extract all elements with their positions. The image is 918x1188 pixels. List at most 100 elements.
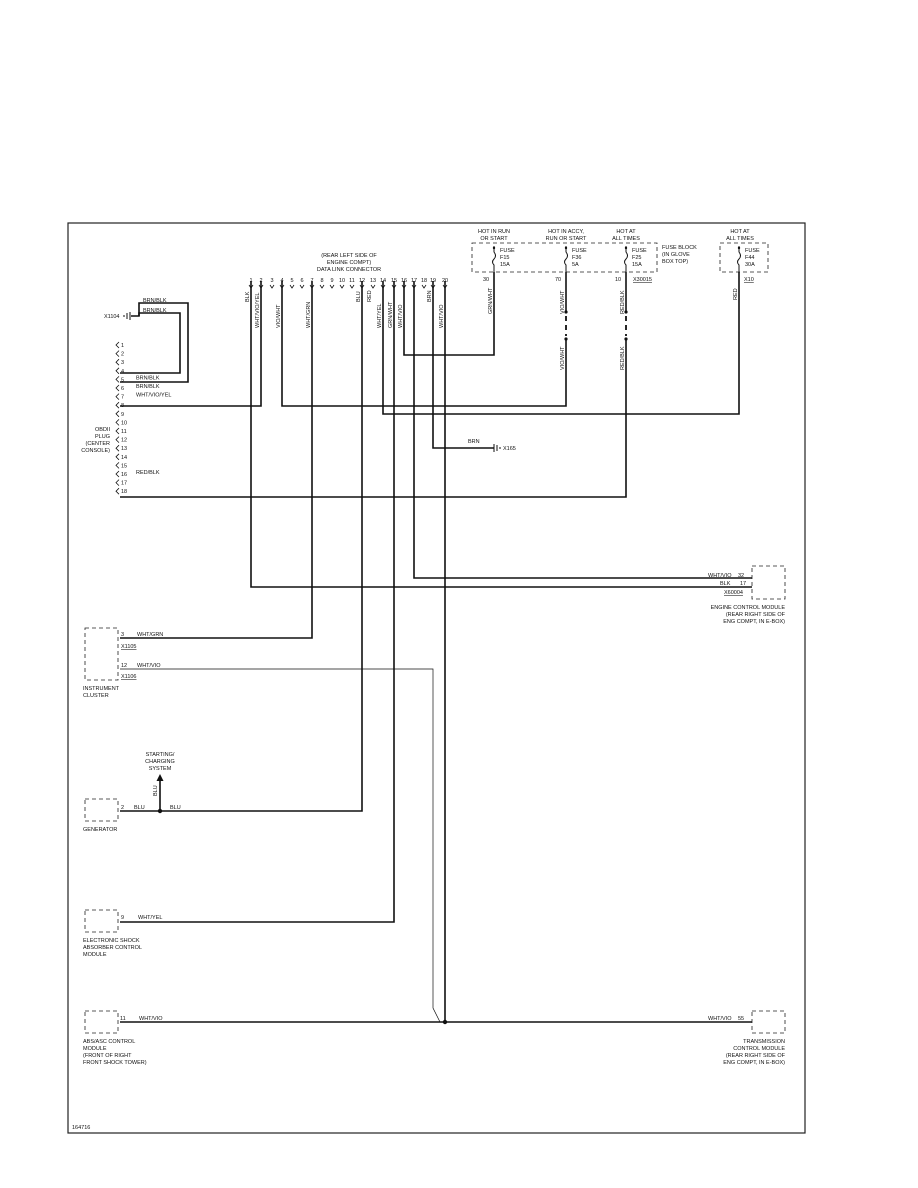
dlc-wire-color-label: VIO/WHT [276, 304, 282, 328]
abs-module-box [84, 1010, 119, 1034]
hot-label-f44-1: HOT AT [730, 229, 750, 235]
obd-label-1: OBDII [95, 427, 110, 433]
fuse-block-label-1: FUSE BLOCK [662, 245, 697, 251]
ground-x165-wire-label: BRN [468, 439, 480, 445]
abs-module-wire-label: WHT/VIO [139, 1016, 163, 1022]
hot-label-f36-2: RUN OR START [546, 236, 587, 242]
wire-obd7 [120, 281, 262, 407]
ecm-wire-2-label: BLK [720, 581, 731, 587]
tcm-label-3: (REAR RIGHT SIDE OF [726, 1053, 786, 1059]
wire-dlc12-generator [120, 281, 363, 812]
abs-module-label-3: (FRONT OF RIGHT [83, 1053, 132, 1059]
tcm-label-4: ENG COMPT, IN E-BOX) [723, 1060, 785, 1066]
obd-pin-label: 6 [121, 386, 124, 392]
dlc-pin-label: 10 [339, 278, 345, 284]
ground-x1104-wire-label-2: BRN/BLK [143, 308, 167, 314]
obd-label-3: (CENTER [86, 441, 110, 447]
abs-module-label-4: FRONT SHOCK TOWER) [83, 1060, 147, 1066]
obd-pin-label: 9 [121, 412, 124, 418]
ground-x1104-wire-label-1: BRN/BLK [143, 298, 167, 304]
ic-label-1: INSTRUMENT [83, 686, 120, 692]
abs-control-module: 11 WHT/VIO ABS/ASC CONTROL MODULE (FRONT… [83, 1010, 163, 1066]
generator-label: GENERATOR [83, 827, 117, 833]
hot-label-f36-1: HOT IN ACCY, [548, 229, 584, 235]
generator-pin: 2 [121, 805, 124, 811]
dlc-title-line-1: (REAR LEFT SIDE OF [321, 253, 377, 259]
fuse-f25-symbol [624, 246, 628, 272]
fuse-f44-connector: X10 [744, 277, 754, 283]
obd-pin-label: 11 [121, 429, 127, 435]
dlc-wire-color-label: WHT/VIO/YEL [255, 293, 261, 328]
ecm-wire-2-pin: 17 [740, 581, 746, 587]
starting-system-label-2: CHARGING [145, 759, 175, 765]
fuse-f36-symbol [564, 246, 568, 272]
ecm-box [751, 565, 786, 600]
obd-wire-color-label: RED/BLK [136, 470, 160, 476]
ground-x1104-symbol [123, 312, 131, 320]
fuse-block-label-3: BOX TOP) [662, 259, 688, 265]
obd-pin-chevron [115, 427, 120, 435]
tcm-pin: 55 [738, 1016, 744, 1022]
abs-module-label-1: ABS/ASC CONTROL [83, 1039, 135, 1045]
dlc-title-line-3: DATA LINK CONNECTOR [317, 267, 381, 273]
obd-pin-label: 13 [121, 446, 127, 452]
starting-system-label-3: SYSTEM [149, 766, 172, 772]
obd-pin-label: 3 [121, 360, 124, 366]
generator-wire-right: BLU [170, 805, 181, 811]
dlc-pin-label: 18 [421, 278, 427, 284]
fuse-f44-line-2: F44 [745, 255, 754, 261]
wire-dlc15-shock [120, 281, 395, 923]
wire-ic-abs-thin [120, 668, 441, 1023]
fuse-f36-line-1: FUSE [572, 248, 587, 254]
dlc-pin-label: 3 [270, 278, 273, 284]
abs-module-pin: 11 [120, 1016, 126, 1022]
obd-plug: OBDII PLUG (CENTER CONSOLE) 123456789101… [81, 341, 171, 495]
dlc-wire-color-label: WHT/VIO [398, 304, 404, 328]
obd-pin-chevron [115, 453, 120, 461]
ecm-connector: X60004 [724, 590, 743, 596]
ground-x165-symbol [493, 444, 501, 452]
fuse-f44-symbol [737, 246, 741, 272]
obd-pin-chevron [115, 462, 120, 469]
fuse-f25-line-3: 15A [632, 262, 642, 268]
hot-label-f15-2: OR START [480, 236, 508, 242]
obd-pin-chevron [115, 350, 120, 357]
fuse-f44-line-1: FUSE [745, 248, 760, 254]
fuse-f15-top-dot [492, 246, 496, 250]
ecm-label-3: ENG COMPT, IN E-BOX) [723, 619, 785, 625]
fuse-block-connector: X30015 [633, 277, 652, 283]
abs-module-label-2: MODULE [83, 1046, 107, 1052]
dlc-pin-chevron [329, 284, 335, 289]
generator-branch-wire-label: BLU [153, 785, 159, 796]
ground-x165: BRN X165 [468, 439, 516, 452]
dlc-wire-color-label: BLK [245, 291, 251, 302]
dlc-pin-chevron [349, 284, 355, 289]
obd-pin-label: 16 [121, 472, 127, 478]
fuse-f15-symbol [492, 246, 496, 272]
ic-wire-1-label: WHT/GRN [137, 632, 163, 638]
dlc-pin-chevron [370, 284, 376, 289]
dlc-wire-color-label: WHT/VIO [439, 304, 445, 328]
fuse-f25-top-dot [624, 246, 628, 250]
obd-pin-chevron [115, 393, 120, 400]
ic-connector-2: X1106 [121, 674, 137, 680]
tcm-label-2: CONTROL MODULE [733, 1046, 785, 1052]
dlc-wire-color-label: WHT/YEL [377, 304, 383, 328]
ic-connector-1: X1105 [121, 644, 137, 650]
obd-pin-label: 18 [121, 489, 127, 495]
dlc-wire-color-label: BRN [427, 290, 433, 302]
fuse-f15-line-3: 15A [500, 262, 510, 268]
fuse-block: FUSE BLOCK (IN GLOVE BOX TOP) X30015 HOT… [471, 229, 697, 283]
obd-pin-chevron [115, 401, 120, 409]
obd-pin-chevron [115, 384, 120, 392]
engine-control-module: WHT/VIO 32 BLK 17 X60004 ENGINE CONTROL … [708, 565, 786, 625]
fuse-f25-line-2: F25 [632, 255, 641, 261]
obd-pin-label: 1 [121, 343, 124, 349]
hot-label-f44-2: ALL TIMES [726, 236, 754, 242]
obd-label-4: CONSOLE) [81, 448, 110, 454]
fuse-block-outline [471, 242, 658, 273]
